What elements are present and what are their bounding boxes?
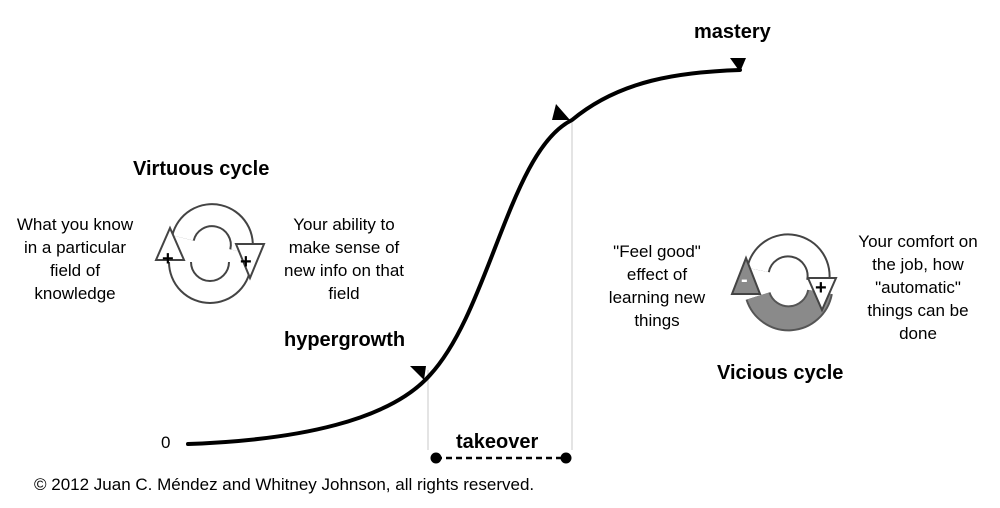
- vicious-left-text: "Feel good" effect of learning new thing…: [608, 242, 706, 330]
- virtuous-cycle-title: Virtuous cycle: [133, 158, 270, 180]
- virtuous-left-sign: +: [162, 248, 174, 270]
- vicious-right-sign: +: [815, 277, 827, 299]
- vicious-cycle-title: Vicious cycle: [717, 362, 844, 384]
- virtuous-right-text: Your ability to make sense of new info o…: [283, 215, 405, 303]
- copyright-text: © 2012 Juan C. Méndez and Whitney Johnso…: [34, 475, 535, 494]
- takeover-start-dot: [430, 452, 442, 464]
- hypergrowth-label: hypergrowth: [284, 329, 406, 351]
- vicious-left-sign: -: [741, 269, 748, 291]
- vicious-arrow-up-icon: [730, 255, 762, 295]
- vicious-cycle-ring: [730, 233, 838, 332]
- zero-label: 0: [161, 433, 171, 452]
- hypergrowth-marker: [410, 366, 426, 380]
- mastery-label: mastery: [694, 21, 771, 43]
- s-curve-line: [186, 68, 742, 446]
- vicious-arrow-down-icon: [806, 277, 838, 313]
- virtuous-arrow-up-icon: [154, 225, 186, 261]
- takeover-label: takeover: [456, 431, 539, 453]
- inflection-marker: [552, 104, 570, 120]
- virtuous-right-sign: +: [240, 251, 252, 273]
- vicious-right-text: Your comfort on the job, how "automatic"…: [858, 232, 978, 343]
- takeover-end-dot: [560, 452, 572, 464]
- virtuous-cycle-ring: [154, 203, 266, 304]
- mastery-marker: [730, 58, 746, 72]
- virtuous-left-text: What you know in a particular field of k…: [16, 215, 134, 303]
- virtuous-arrow-down-icon: [234, 243, 266, 281]
